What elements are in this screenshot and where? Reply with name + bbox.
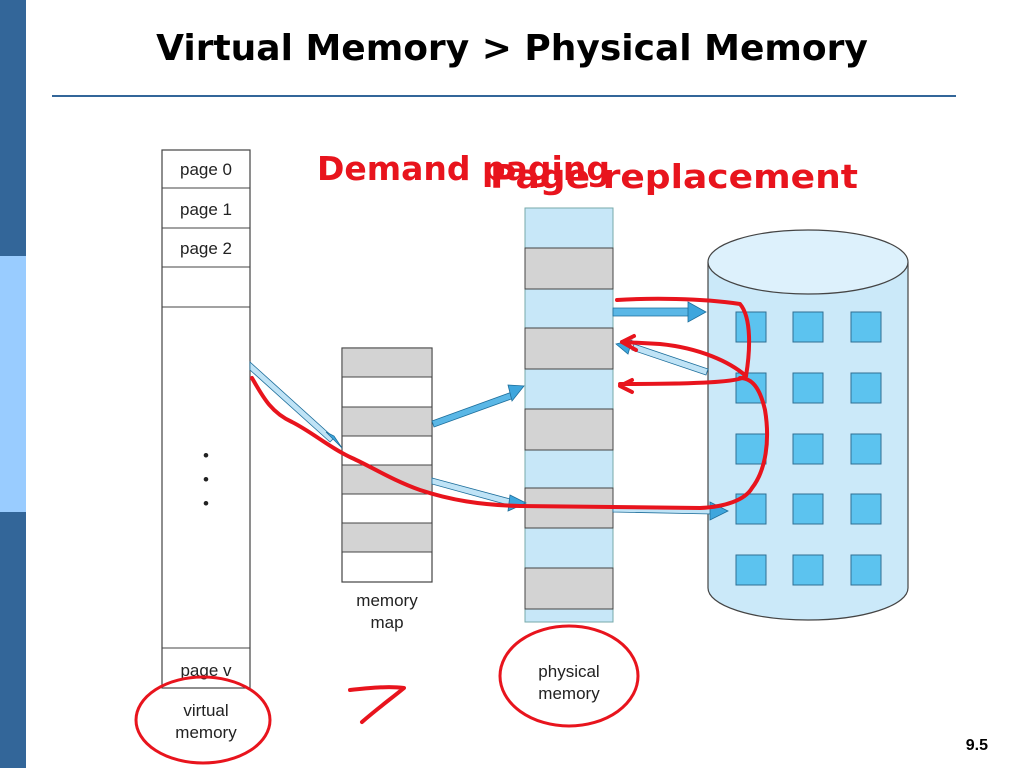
virtual-page-2: page 2 (180, 239, 232, 258)
memory-map-label-line1: memory (356, 591, 418, 610)
physical-memory-highlight-circle (498, 624, 640, 728)
physical-frame-used (524, 327, 614, 370)
physical-memory-label-line1: physical (538, 662, 599, 681)
slide-title: Virtual Memory > Physical Memory (156, 28, 868, 69)
memory-map-entry (341, 522, 433, 553)
memory-map-label-line2: map (370, 613, 403, 632)
virtual-page-1: page 1 (180, 200, 232, 219)
virtual-page-0: page 0 (180, 160, 232, 179)
virtual-memory-column: page 0 page 1 page 2 page v • • • virtua… (161, 149, 251, 742)
sidebar-bar (0, 0, 26, 768)
physical-memory-column: physical memory (524, 207, 614, 703)
page-replacement-annotation: Page replacement (490, 157, 858, 196)
sidebar-segment-top (0, 0, 26, 256)
physical-frame-used (524, 247, 614, 290)
memory-map-entry (341, 347, 433, 378)
physical-memory-label-line2: memory (538, 684, 600, 703)
virtual-page-v: page v (180, 661, 232, 680)
physical-frame-used (524, 408, 614, 451)
ellipsis-dot: • (203, 446, 209, 465)
memory-map-entry (341, 406, 433, 437)
handwritten-annotations (250, 296, 770, 724)
virtual-memory-highlight-circle (134, 675, 272, 765)
sidebar-segment-middle (0, 256, 26, 512)
slide-number: 9.5 (965, 737, 988, 754)
disk-block-grid (735, 311, 882, 586)
virtual-memory-outline (161, 149, 251, 689)
ellipsis-dot: • (203, 470, 209, 489)
sidebar-segment-bottom (0, 512, 26, 768)
disk-cylinder-icon (707, 229, 909, 621)
mapping-arrows (249, 301, 729, 521)
title-divider (52, 95, 956, 97)
physical-frame-used (524, 567, 614, 610)
memory-map-column: memory map (341, 347, 433, 632)
virtual-memory-label-line1: virtual (183, 701, 228, 720)
demand-paging-annotation: Demand paging (317, 149, 610, 188)
ellipsis-dot: • (203, 494, 209, 513)
virtual-memory-label-line2: memory (175, 723, 237, 742)
